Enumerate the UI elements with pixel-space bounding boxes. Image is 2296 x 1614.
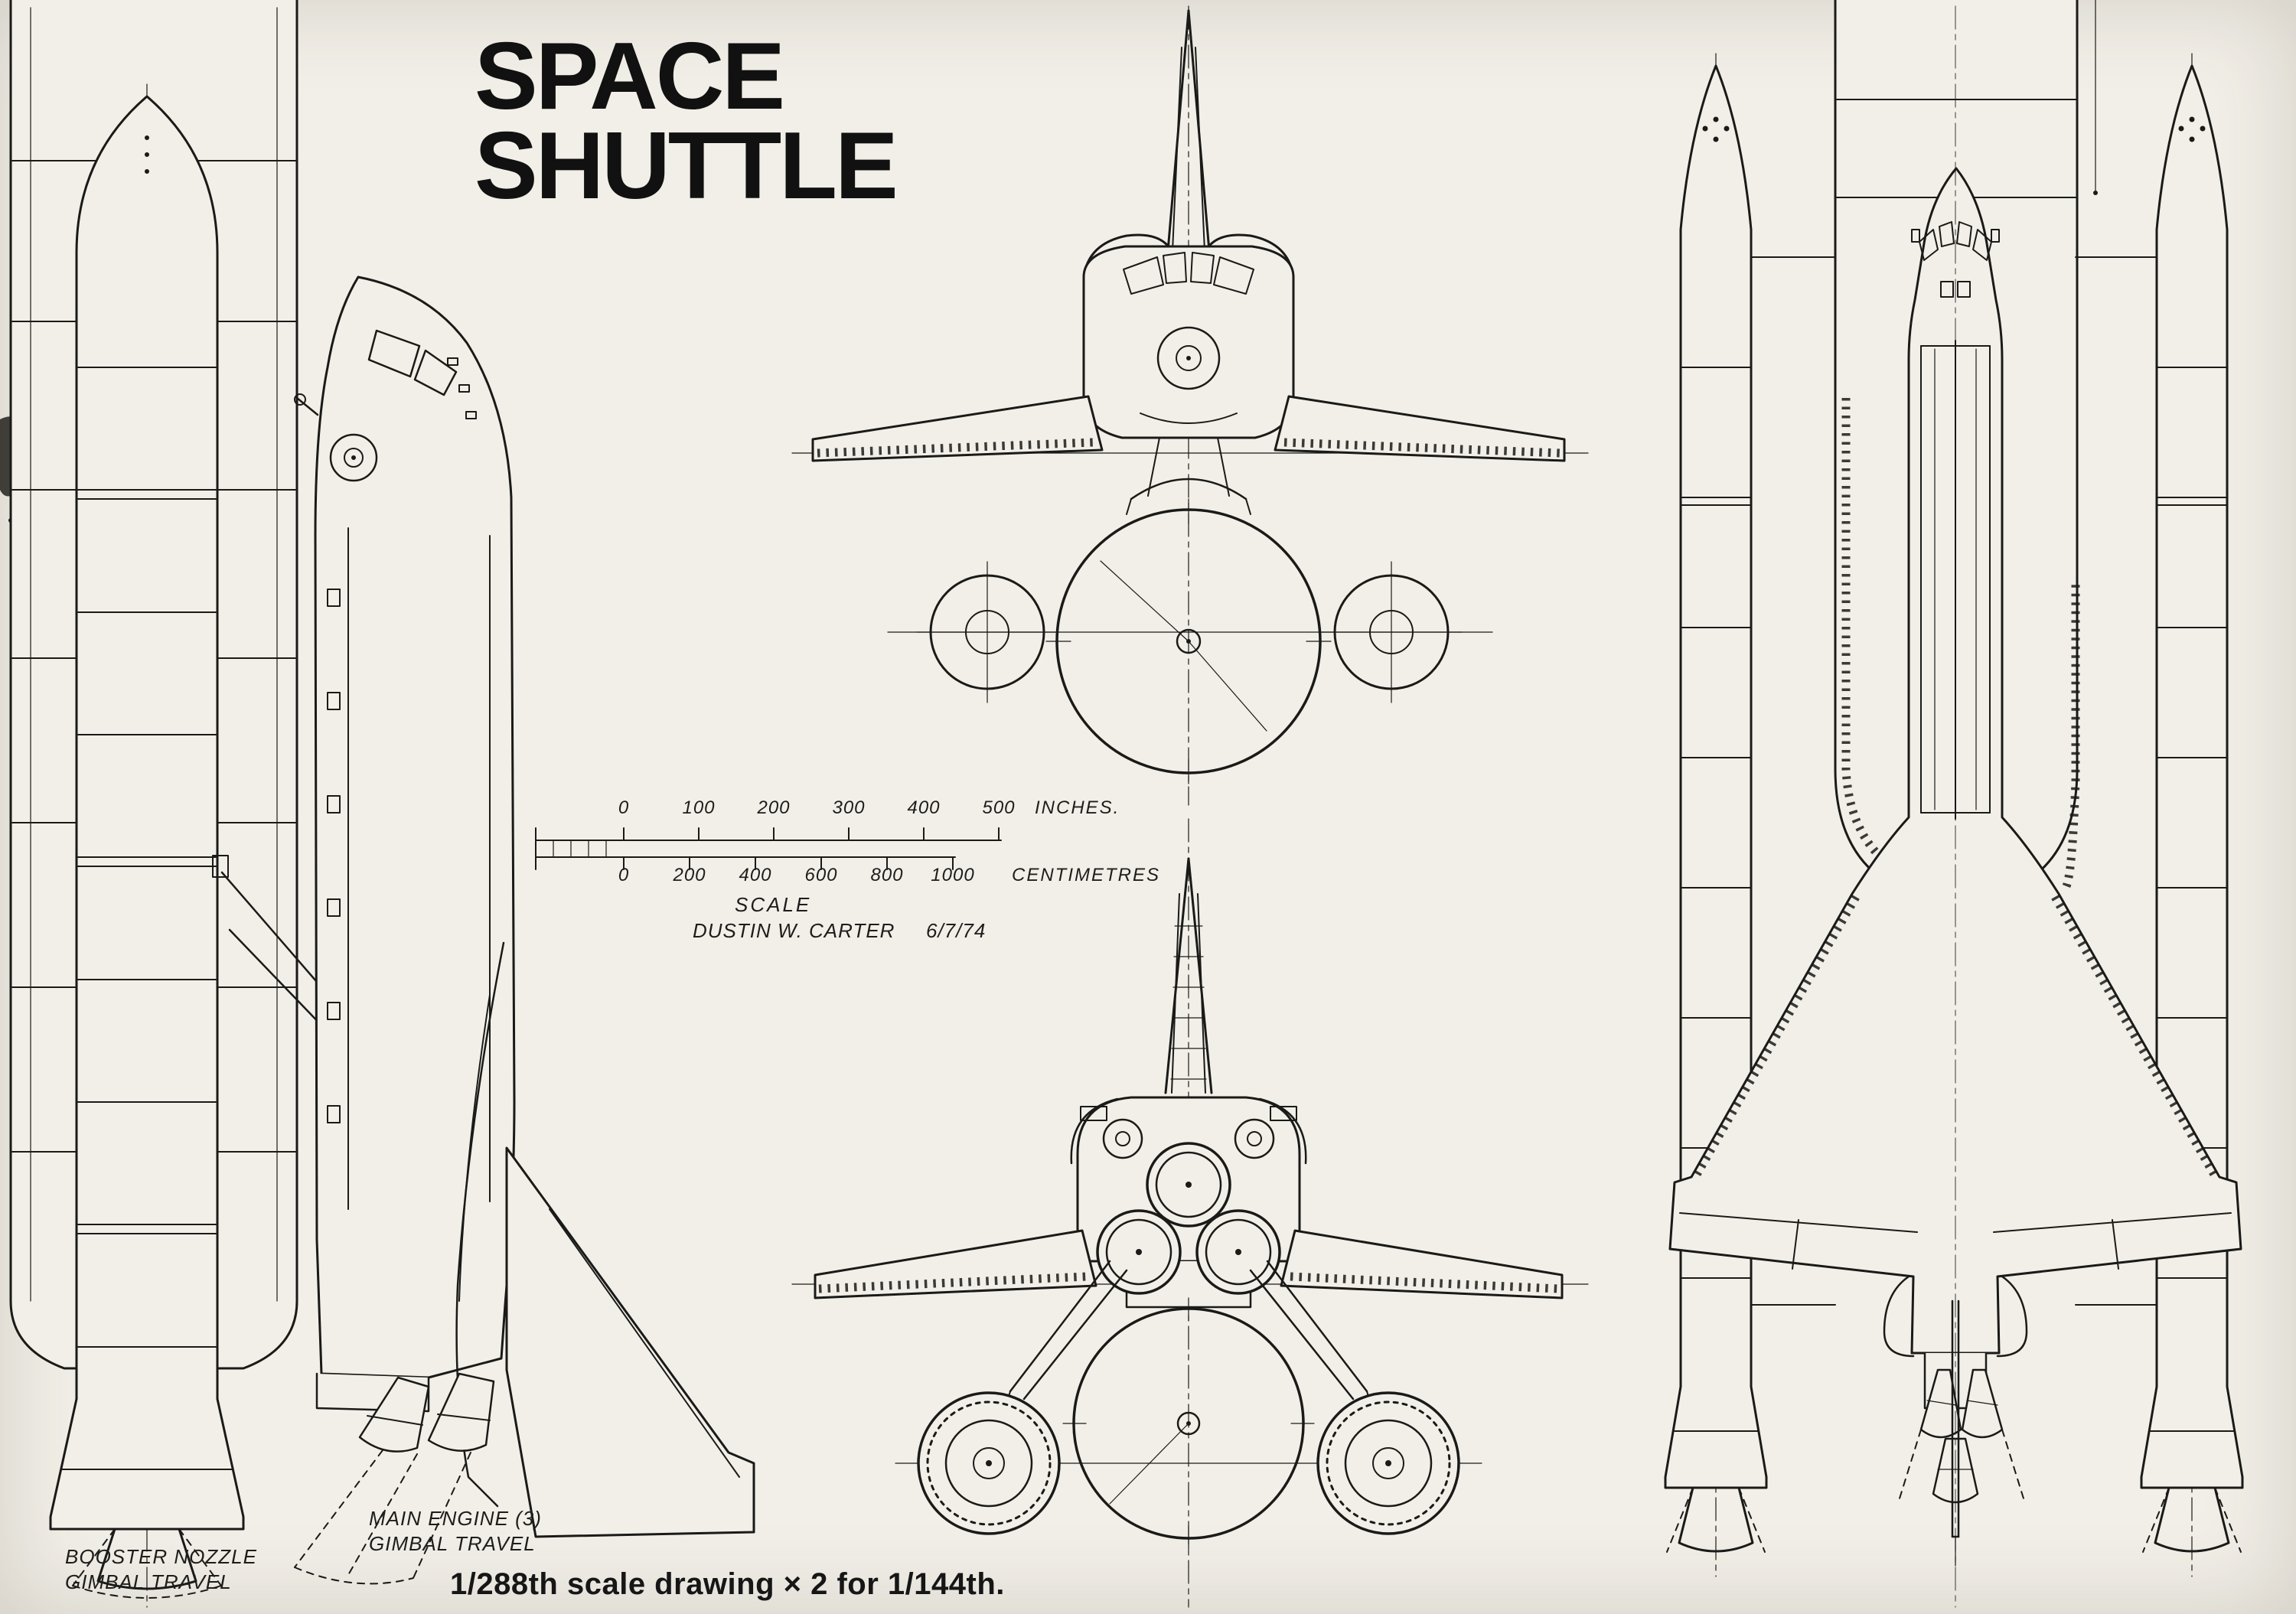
inch-tick-300: 300 xyxy=(832,797,866,818)
booster-nozzle-label: BOOSTER NOZZLE GIMBAL TRAVEL xyxy=(65,1544,257,1594)
main-engine-label-line2: GIMBAL TRAVEL xyxy=(369,1531,536,1555)
scale-ruler xyxy=(535,827,1002,870)
et-nose-front xyxy=(1126,437,1251,515)
footer-caption: 1/288th scale drawing × 2 for 1/144th. xyxy=(450,1567,1005,1601)
title-line-1: SPACE xyxy=(475,24,785,129)
front-view-drawing xyxy=(791,5,1589,806)
attach-struts xyxy=(212,393,327,1031)
cm-tick-200: 200 xyxy=(673,865,706,885)
cm-tick-400: 400 xyxy=(739,865,772,885)
main-engine-label: MAIN ENGINE (3) GIMBAL TRAVEL xyxy=(369,1506,542,1556)
main-landing-gear-rear xyxy=(917,1260,1460,1535)
cm-tick-600: 600 xyxy=(804,865,838,885)
main-engine-label-line1: MAIN ENGINE (3) xyxy=(369,1507,542,1530)
inch-tick-0: 0 xyxy=(618,797,630,818)
orbiter-front xyxy=(1082,245,1295,439)
main-engines-rear xyxy=(1096,1142,1281,1295)
srb-front-circles xyxy=(916,561,1463,703)
inch-tick-400: 400 xyxy=(907,797,941,818)
scale-date: 6/7/74 xyxy=(926,919,987,942)
external-tank-front-circle xyxy=(1045,498,1332,784)
booster-nozzle-label-line1: BOOSTER NOZZLE xyxy=(65,1545,257,1568)
title-line-2: SHUTTLE xyxy=(475,112,899,219)
booster-nozzle-label-line2: GIMBAL TRAVEL xyxy=(65,1570,232,1593)
inch-tick-200: 200 xyxy=(757,797,791,818)
cm-tick-800: 800 xyxy=(870,865,904,885)
cm-tick-0: 0 xyxy=(618,865,630,885)
oms-pods-top xyxy=(1883,1275,2028,1358)
wings-front xyxy=(811,395,1566,462)
scale-caption: SCALE xyxy=(735,893,812,916)
vertical-tail-rear xyxy=(1164,857,1213,1094)
inches-unit-label: INCHES. xyxy=(1035,797,1120,818)
scale-credit: DUSTIN W. CARTER xyxy=(693,919,895,942)
wings-rear xyxy=(814,1229,1564,1299)
srb-left-top xyxy=(1664,64,1768,1553)
inch-tick-100: 100 xyxy=(682,797,716,818)
rear-view-drawing xyxy=(791,818,1589,1608)
centimetres-unit-label: CENTIMETRES xyxy=(1012,865,1161,885)
srb-side xyxy=(49,83,245,1608)
side-view-drawing xyxy=(0,0,755,1608)
main-engines-side xyxy=(294,1372,495,1585)
top-view-drawing xyxy=(1664,0,2244,1608)
orbiter-side xyxy=(314,276,516,1508)
srb-right-top xyxy=(2140,64,2244,1553)
vertical-tail-side xyxy=(505,1146,755,1538)
external-tank-rear-circle xyxy=(1062,1297,1315,1550)
page-title: SPACE SHUTTLE xyxy=(475,24,899,219)
inch-tick-500: 500 xyxy=(982,797,1016,818)
cm-tick-1000: 1000 xyxy=(931,865,975,885)
